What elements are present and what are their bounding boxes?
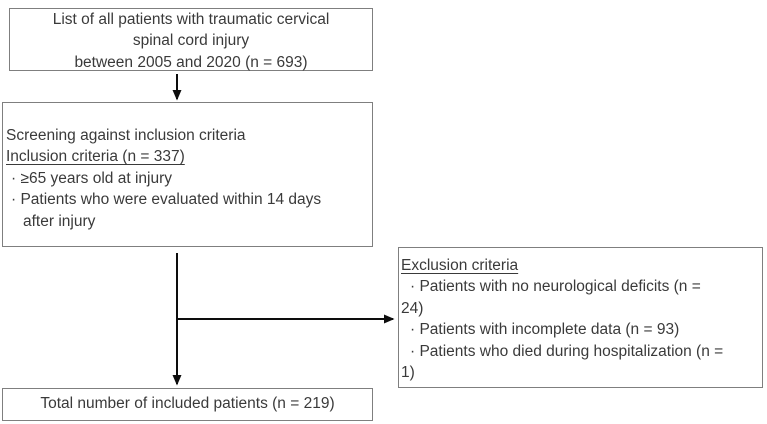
total-included-line: Total number of included patients (n = 2… [40,395,335,412]
exclusion-bullet-no-deficits: · Patients with no neurological deficits… [410,278,701,296]
exclusion-bullet-died-continuation: 1) [401,364,415,382]
inclusion-bullet-age: · ≥65 years old at injury [11,169,172,187]
exclusion-bullet-incomplete-data: · Patients with incomplete data (n = 93) [410,321,680,339]
cohort-line-1: List of all patients with traumatic cerv… [52,11,330,28]
exclusion-bullet-died: · Patients who died during hospitalizati… [410,342,724,360]
cohort-line-3: between 2005 and 2020 (n = 693) [74,53,308,71]
box-included-total: Total number of included patients (n = 2… [2,388,373,421]
box-screening-inclusion: Screening against inclusion criteria Inc… [2,102,373,247]
box-initial-cohort: List of all patients with traumatic cerv… [9,8,373,71]
screening-title: Screening against inclusion criteria [6,127,246,144]
box-exclusion-criteria: Exclusion criteria · Patients with no ne… [398,247,763,388]
inclusion-bullet-evaluated-continuation: after injury [23,212,96,230]
exclusion-criteria-heading: Exclusion criteria [401,257,519,274]
inclusion-bullet-evaluated: · Patients who were evaluated within 14 … [11,191,322,209]
exclusion-bullet-no-deficits-continuation: 24) [401,299,424,317]
inclusion-criteria-heading: Inclusion criteria (n = 337) [6,148,185,166]
cohort-line-2: spinal cord injury [132,32,250,50]
